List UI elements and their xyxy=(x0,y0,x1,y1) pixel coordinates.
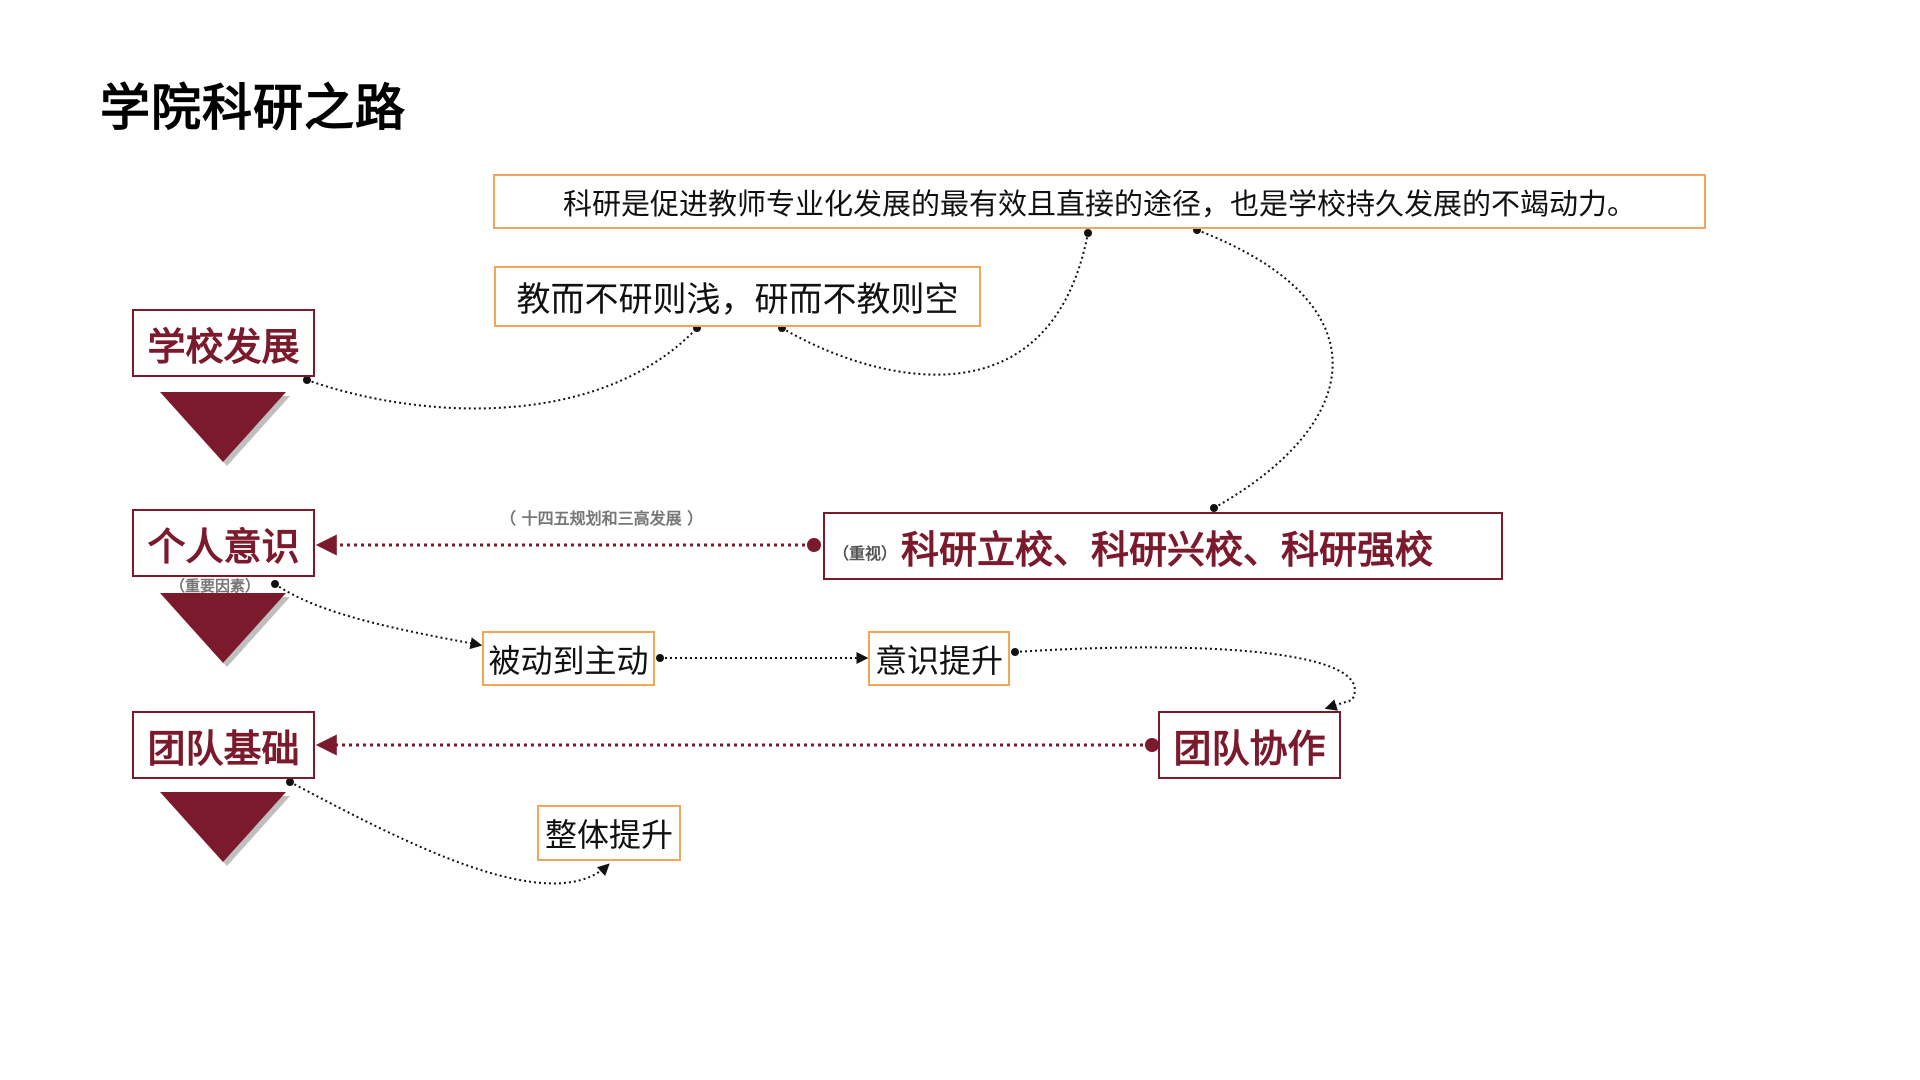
dot-passive-right xyxy=(656,654,664,662)
dot-base-bottom xyxy=(286,778,294,786)
box-passive-to-active: 被动到主动 xyxy=(482,631,655,686)
strategy-arrow-note: （ 十四五规划和三高发展 ） xyxy=(500,509,704,528)
box-team-collaboration: 团队协作 xyxy=(1158,711,1341,779)
personal-awareness-label: 个人意识 xyxy=(147,524,300,569)
quote-box-second: 教而不研则浅，研而不教则空 xyxy=(494,266,981,327)
dot-quote1-left xyxy=(1084,229,1092,237)
curve-quote2-to-quote1 xyxy=(781,232,1089,376)
box-overall-up: 整体提升 xyxy=(537,805,681,861)
passive-to-active-label: 被动到主动 xyxy=(488,641,649,680)
curve-quote1-to-strategy xyxy=(1196,229,1334,509)
box-strategy: （重视） 科研立校、科研兴校、科研强校 xyxy=(823,512,1503,580)
strategy-prefix: （重视） xyxy=(833,544,898,563)
down-triangle-3 xyxy=(160,792,290,866)
dot-school-dev xyxy=(303,376,311,384)
quote-second-text: 教而不研则浅，研而不教则空 xyxy=(516,280,959,320)
dot-awareness-bottom xyxy=(271,580,279,588)
important-factor-note: （重要因素） xyxy=(170,577,261,595)
school-development-label: 学校发展 xyxy=(147,324,300,369)
box-school-development: 学校发展 xyxy=(132,309,315,377)
team-foundation-label: 团队基础 xyxy=(147,726,300,771)
strategy-text: 科研立校、科研兴校、科研强校 xyxy=(901,527,1434,572)
dot-strategy-top xyxy=(1210,504,1218,512)
curve-base-to-overall xyxy=(289,781,610,885)
box-team-foundation: 团队基础 xyxy=(132,711,315,779)
dot-strategy-left xyxy=(807,538,821,552)
box-personal-awareness: 个人意识 xyxy=(132,509,315,577)
quote-box-top: 科研是促进教师专业化发展的最有效且直接的途径，也是学校持久发展的不竭动力。 xyxy=(493,174,1706,229)
overall-up-label: 整体提升 xyxy=(544,816,673,854)
curve-awareness-to-passive xyxy=(274,583,483,650)
down-triangle-1 xyxy=(160,392,290,466)
page-title: 学院科研之路 xyxy=(100,79,406,137)
awareness-up-label: 意识提升 xyxy=(874,641,1003,680)
curve-school-to-quote2 xyxy=(306,327,698,410)
box-awareness-up: 意识提升 xyxy=(868,631,1010,686)
team-collaboration-label: 团队协作 xyxy=(1173,726,1326,771)
dot-aware-right xyxy=(1011,648,1019,656)
dot-team-left xyxy=(1145,738,1159,752)
down-triangle-2 xyxy=(160,593,290,667)
quote-top-text: 科研是促进教师专业化发展的最有效且直接的途径，也是学校持久发展的不竭动力。 xyxy=(562,186,1636,221)
curve-aware-to-team xyxy=(1014,646,1356,711)
